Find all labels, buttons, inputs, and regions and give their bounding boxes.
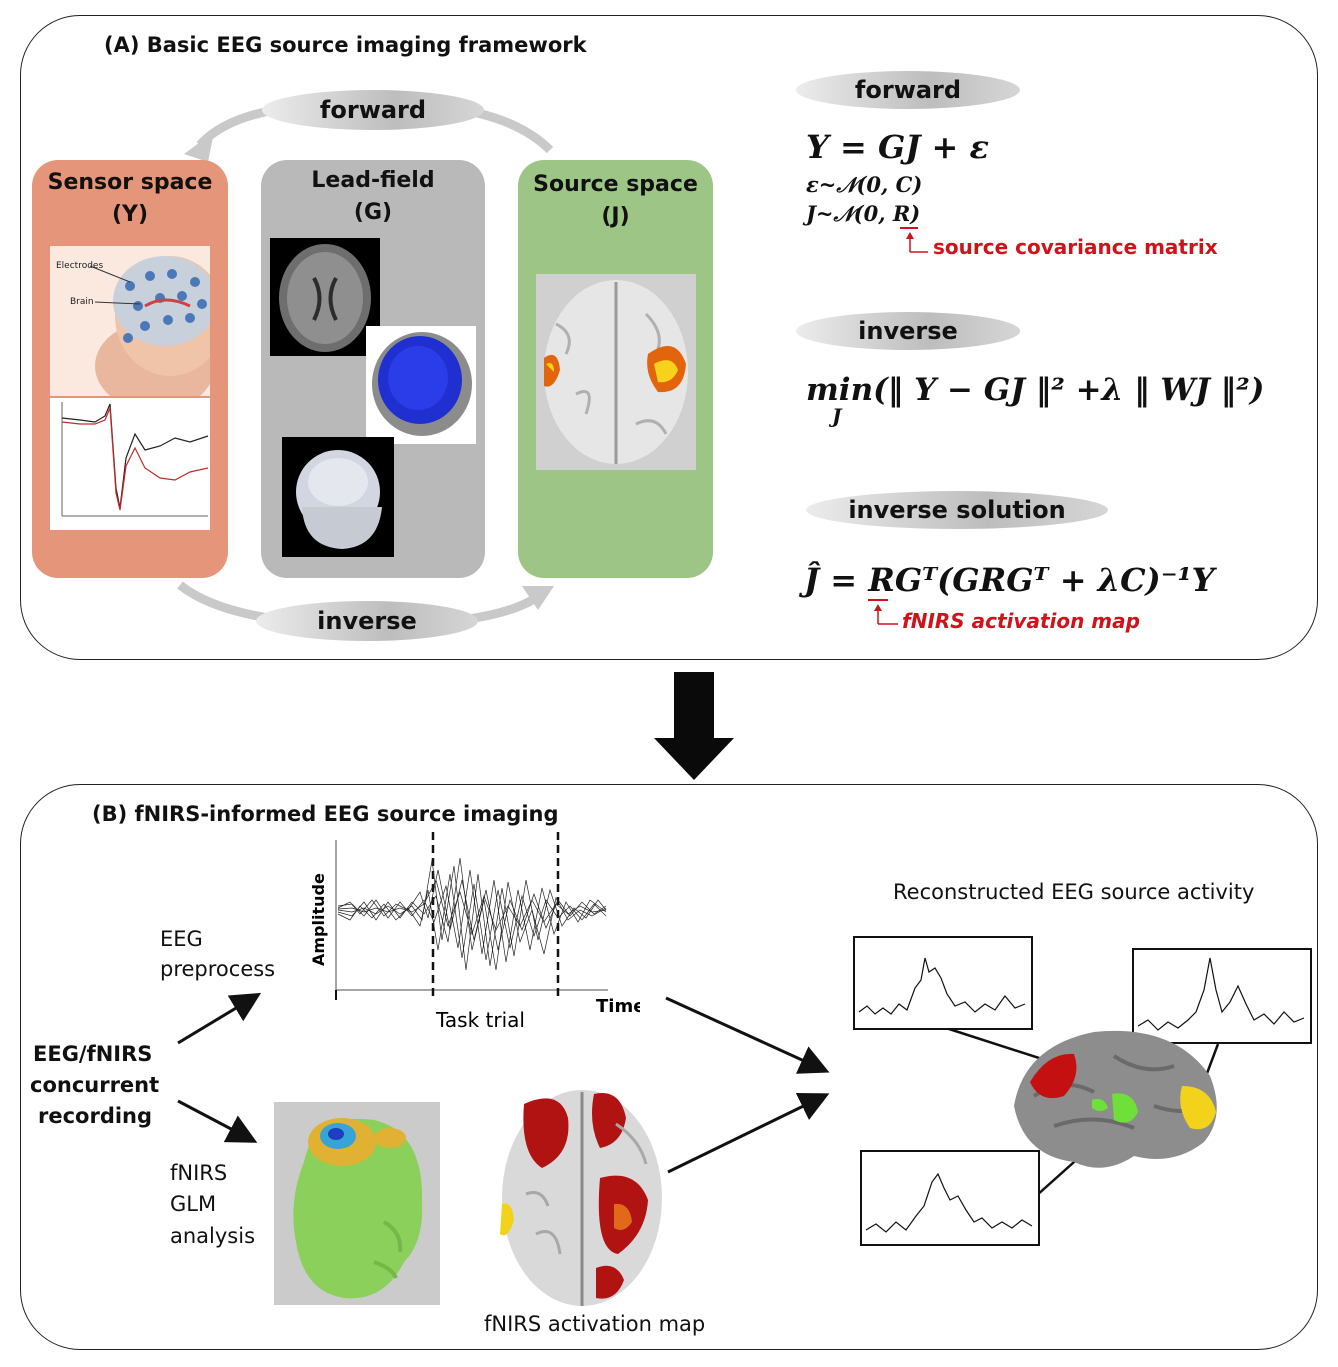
source-trace-box-2 xyxy=(1132,948,1312,1044)
mri-slice-image xyxy=(270,238,380,356)
fnirs-note: fNIRS activation map xyxy=(902,609,1140,633)
fnirs-pointer-arrow xyxy=(868,599,898,625)
brain-label: Brain xyxy=(70,297,94,307)
eeg-step-line-2: preprocess xyxy=(160,957,276,981)
source-trace-3 xyxy=(865,1172,1033,1233)
scalp-model xyxy=(296,450,382,549)
scalp-model-image xyxy=(282,437,394,557)
reconstructed-brain xyxy=(1004,1016,1226,1180)
activation-brain xyxy=(500,1090,662,1306)
solution-heading: inverse solution xyxy=(848,496,1066,524)
covariance-note: source covariance matrix xyxy=(933,235,1218,259)
inverse-cycle-label: inverse xyxy=(317,607,417,635)
noise-distribution: ε~𝒩(0, C) xyxy=(806,172,923,197)
eeg-head-illustration: Electrodes Brain xyxy=(56,256,210,396)
eeg-step-line-1: EEG xyxy=(160,927,203,951)
forward-cycle-label: forward xyxy=(319,96,427,124)
inverse-heading-pill: inverse xyxy=(796,312,1020,350)
eeg-plot: Amplitude Time Task trial xyxy=(300,830,645,1032)
eeg-plot-svg: Amplitude Time Task trial xyxy=(309,832,645,1032)
recording-line-2: concurrent xyxy=(30,1073,160,1097)
leadfield-title: Lead-field xyxy=(311,168,435,193)
sensor-space-title: Sensor space xyxy=(47,170,213,195)
inverse-heading: inverse xyxy=(858,317,958,345)
panel-b-title: (B) fNIRS-informed EEG source imaging xyxy=(92,802,559,826)
fnirs-step-line-3: analysis xyxy=(170,1224,256,1248)
source-space-symbol: (J) xyxy=(601,204,630,229)
fnirs-activation-brain xyxy=(496,1084,668,1312)
recording-line-1: EEG/fNIRS xyxy=(33,1042,153,1066)
fnirs-activation-caption: fNIRS activation map xyxy=(484,1312,706,1336)
head-mesh xyxy=(372,332,472,436)
erp-trace-image xyxy=(50,398,210,530)
task-trial-label: Task trial xyxy=(435,1008,525,1030)
source-trace-box-1 xyxy=(853,936,1033,1030)
mri-slice xyxy=(279,244,371,352)
leadfield-symbol: (G) xyxy=(353,200,393,225)
source-trace-2 xyxy=(1137,957,1305,1031)
source-trace-box-3 xyxy=(860,1150,1040,1246)
source-trace-1 xyxy=(858,957,1026,1015)
fnirs-head xyxy=(293,1118,423,1299)
fnirs-step-line-1: fNIRS xyxy=(170,1161,228,1185)
source-brain xyxy=(544,280,688,464)
forward-equation: Y = GJ + ε xyxy=(806,128,989,166)
inverse-subscript: J xyxy=(832,404,842,428)
erp-traces xyxy=(61,402,209,517)
eeg-traces xyxy=(337,857,607,971)
fnirs-head-image xyxy=(274,1102,440,1305)
source-brain-image xyxy=(536,274,696,470)
head-mesh-image xyxy=(366,326,476,444)
recording-line-3: recording xyxy=(38,1104,153,1128)
eeg-cap-image: Electrodes Brain xyxy=(50,246,210,396)
sensor-space-symbol: (Y) xyxy=(111,202,149,227)
cov-pointer-arrow xyxy=(900,227,928,253)
inverse-equation: min(‖ Y − GJ ‖² +λ ‖ WJ ‖²) xyxy=(806,372,1265,408)
reconstructed-brain-svg xyxy=(1014,1030,1217,1168)
electrodes-label: Electrodes xyxy=(56,261,103,271)
solution-heading-pill: inverse solution xyxy=(806,491,1108,529)
fnirs-step-line-2: GLM xyxy=(170,1192,217,1216)
forward-heading: forward xyxy=(854,76,962,104)
eeg-plot-xlabel: Time xyxy=(596,996,640,1017)
down-arrow xyxy=(654,672,734,780)
solution-equation: Ĵ = RGᵀ(GRGᵀ + λC)⁻¹Y xyxy=(804,561,1215,599)
panel-a-title: (A) Basic EEG source imaging framework xyxy=(104,33,587,57)
forward-heading-pill: forward xyxy=(796,71,1020,109)
reconstructed-title: Reconstructed EEG source activity xyxy=(893,880,1255,904)
eeg-plot-ylabel: Amplitude xyxy=(309,873,328,966)
source-space-title: Source space xyxy=(533,172,698,197)
inverse-cycle-pill: inverse xyxy=(256,601,478,641)
forward-cycle-pill: forward xyxy=(262,90,484,130)
source-distribution: J~𝒩(0, R) xyxy=(806,201,921,226)
